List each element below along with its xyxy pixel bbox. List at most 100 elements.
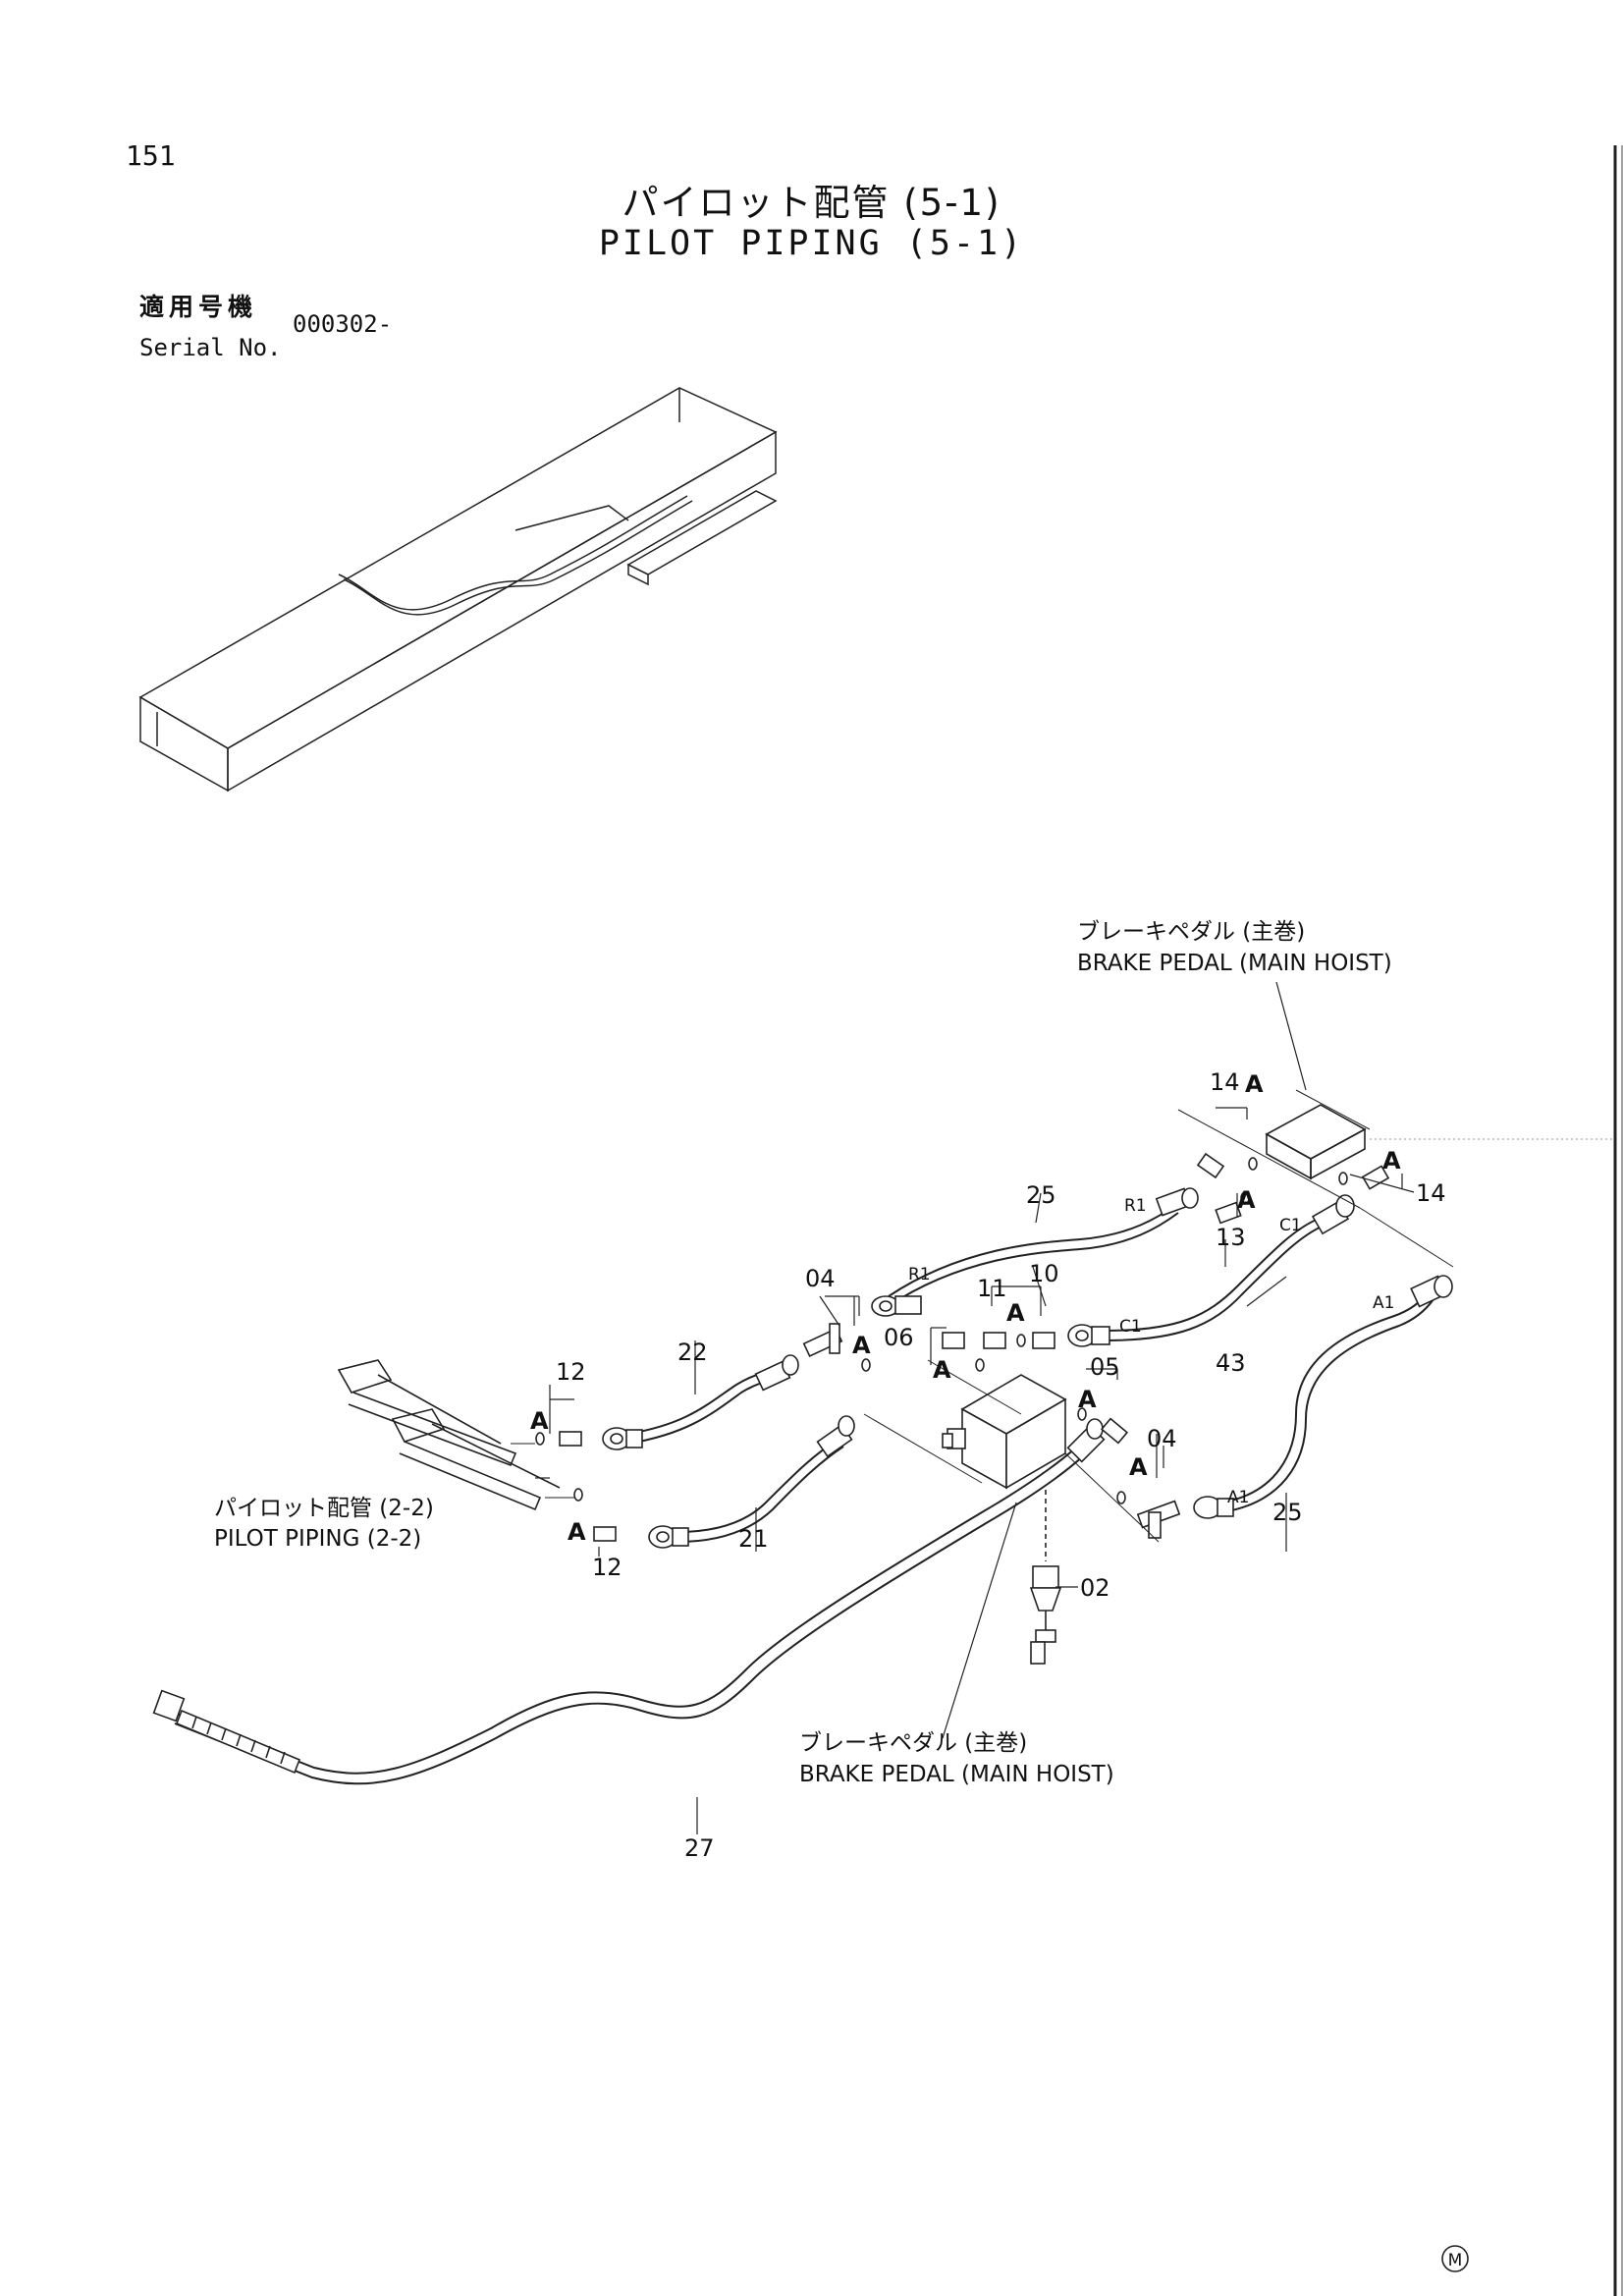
page-title-jp: パイロット配管 (5-1) xyxy=(622,182,1001,224)
adapter-fitting xyxy=(802,1323,843,1358)
part-number: 27 xyxy=(684,1834,715,1862)
hose-22 xyxy=(627,1369,777,1435)
port-label: R1 xyxy=(1124,1196,1147,1216)
part-number: 05 xyxy=(1090,1353,1120,1381)
detail-mark: A xyxy=(1129,1453,1148,1481)
part-number: 13 xyxy=(1216,1224,1246,1251)
part-number: 02 xyxy=(1080,1574,1110,1602)
port-label: C1 xyxy=(1119,1317,1142,1337)
o-ring xyxy=(1248,1157,1258,1171)
port-labels: R1 R1 C1 C1 A1 A1 xyxy=(908,1196,1394,1507)
serial-label-en: Serial No. xyxy=(139,334,282,361)
adapter-fitting xyxy=(1215,1201,1242,1225)
hose-21-outline xyxy=(676,1446,844,1543)
part-number: 04 xyxy=(1147,1425,1177,1452)
hose-21 xyxy=(676,1438,840,1533)
upper-frame-overview xyxy=(138,387,778,793)
part-number: 04 xyxy=(805,1265,836,1292)
port-label: C1 xyxy=(1279,1216,1302,1235)
hose-end-fitting xyxy=(871,1295,922,1317)
pressure-switch xyxy=(1029,1490,1062,1665)
hose-end-fitting xyxy=(754,1354,799,1392)
detail-mark: A xyxy=(530,1407,549,1435)
detail-a-marks: A A A A A A A A A A xyxy=(530,1070,1401,1546)
callout-brake-pedal-top-en: BRAKE PEDAL (MAIN HOIST) xyxy=(1077,951,1392,976)
part-number: 11 xyxy=(977,1275,1007,1302)
callout-brake-pedal-bottom-en: BRAKE PEDAL (MAIN HOIST) xyxy=(799,1762,1114,1787)
page-number: 151 xyxy=(126,139,176,172)
adapter-fitting xyxy=(1100,1417,1129,1445)
part-number: 06 xyxy=(884,1324,914,1351)
o-ring xyxy=(1240,1191,1250,1205)
adapter-fitting xyxy=(559,1431,617,1542)
callout-pilot-piping-en: PILOT PIPING (2-2) xyxy=(214,1526,421,1552)
detail-mark: A xyxy=(933,1356,951,1384)
o-ring xyxy=(1077,1407,1087,1421)
fittings xyxy=(152,1152,1453,1775)
hose-end-fitting xyxy=(1066,1418,1106,1463)
brake-pedal-valve-bottom xyxy=(863,1359,1160,1543)
part-number: 22 xyxy=(677,1339,708,1366)
detail-mark: A xyxy=(1382,1147,1401,1175)
port-label: R1 xyxy=(908,1265,931,1285)
hose-end-fitting xyxy=(1311,1194,1355,1235)
hose-end-fitting xyxy=(1067,1324,1110,1347)
footer-mark: M xyxy=(1441,2245,1469,2272)
port-label: A1 xyxy=(1373,1293,1394,1313)
hose-end-fitting xyxy=(816,1415,855,1458)
detail-mark: A xyxy=(1237,1186,1256,1214)
part-number: 25 xyxy=(1026,1181,1056,1209)
hose-lines xyxy=(174,1202,1434,1785)
hose-43-outline xyxy=(1104,1225,1325,1341)
o-ring xyxy=(1338,1172,1348,1185)
detail-mark: A xyxy=(1078,1386,1097,1413)
part-number: 14 xyxy=(1416,1179,1446,1207)
hose-27 xyxy=(176,1443,1081,1775)
pilot-pipes-left xyxy=(337,1359,574,1511)
hose-43 xyxy=(1104,1217,1322,1332)
adapter-fitting xyxy=(942,1332,1055,1349)
callout-brake-pedal-bottom-jp: ブレーキペダル (主巻) xyxy=(799,1730,1027,1756)
page-title-en: PILOT PIPING (5-1) xyxy=(598,224,1025,263)
part-number: 12 xyxy=(592,1554,622,1581)
brake-pedal-valve-top xyxy=(1177,1089,1454,1268)
hose-end-fitting xyxy=(1410,1275,1453,1308)
detail-mark: A xyxy=(1006,1299,1025,1327)
detail-mark: A xyxy=(568,1518,586,1546)
part-number: 43 xyxy=(1216,1349,1246,1377)
part-number: 25 xyxy=(1272,1499,1303,1526)
port-label: A1 xyxy=(1227,1488,1249,1507)
adapter-fitting xyxy=(1136,1500,1181,1539)
detail-mark: A xyxy=(852,1332,871,1359)
hose-25-lower-outline xyxy=(1221,1298,1434,1513)
hose-end-fitting xyxy=(1193,1496,1234,1519)
hose-27-outline xyxy=(174,1450,1089,1785)
hose-crimp-end xyxy=(152,1689,301,1775)
part-number: 12 xyxy=(556,1358,586,1386)
part-number: 10 xyxy=(1029,1260,1059,1287)
o-ring xyxy=(1116,1491,1126,1504)
hose-25-upper-outline xyxy=(888,1212,1179,1307)
leader-lines xyxy=(535,981,1415,1834)
part-number: 14 xyxy=(1210,1068,1240,1096)
adapter-fitting xyxy=(1196,1152,1225,1179)
hose-end-fitting xyxy=(602,1427,643,1450)
footer-mark-text: M xyxy=(1448,2251,1463,2270)
o-ring xyxy=(573,1488,583,1502)
hose-25-upper xyxy=(888,1202,1179,1297)
o-ring xyxy=(535,1432,545,1446)
hose-end-fitting xyxy=(648,1525,689,1549)
part-number: 21 xyxy=(738,1525,769,1553)
o-ring xyxy=(1016,1334,1026,1347)
callout-brake-pedal-top-jp: ブレーキペダル (主巻) xyxy=(1077,919,1305,945)
detail-mark: A xyxy=(1245,1070,1264,1098)
callout-labels: ブレーキペダル (主巻) BRAKE PEDAL (MAIN HOIST) ブレ… xyxy=(214,919,1392,1787)
hose-25-lower xyxy=(1221,1290,1430,1503)
serial-value: 000302- xyxy=(293,310,393,338)
part-number-labels: 14 14 13 25 25 04 04 11 10 06 05 43 22 2… xyxy=(556,1068,1446,1862)
hose-end-fitting xyxy=(1155,1187,1199,1217)
o-ring xyxy=(975,1358,985,1372)
o-ring xyxy=(861,1358,871,1372)
callout-pilot-piping-jp: パイロット配管 (2-2) xyxy=(214,1496,434,1521)
